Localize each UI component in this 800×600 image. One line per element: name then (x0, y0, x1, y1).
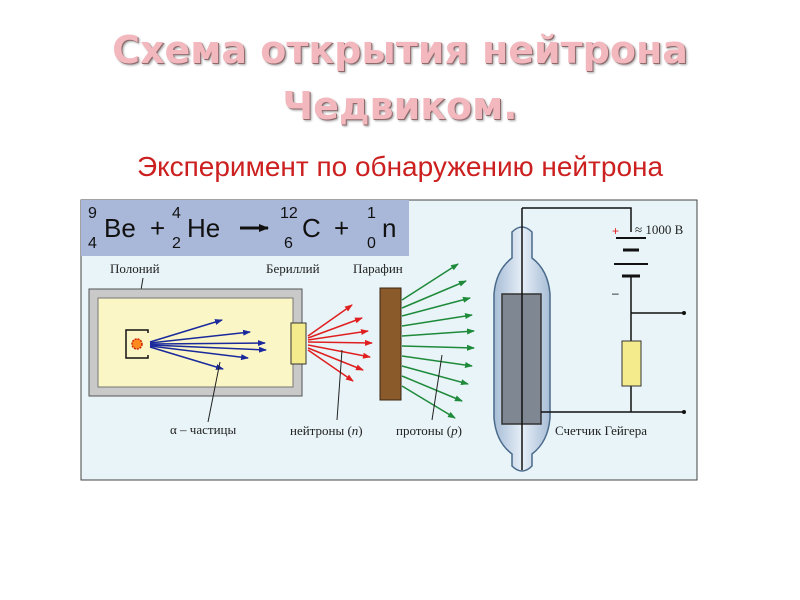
vacuum-chamber (88, 288, 303, 397)
proton-arrow (401, 344, 475, 351)
label-neutrons-var: n (352, 423, 359, 438)
be-mass: 9 (88, 205, 97, 222)
neutron-arrow (307, 349, 354, 382)
label-neutrons-prefix: нейтроны ( (290, 423, 352, 438)
he-symbol: He (187, 213, 220, 243)
polonium-source (125, 329, 150, 359)
alpha-arrow (149, 345, 249, 361)
neutron-arrow (307, 317, 363, 339)
proton-arrow (401, 375, 463, 402)
be-charge: 4 (88, 235, 97, 252)
n-mass: 1 (367, 205, 376, 222)
label-neutrons-suffix: ) (358, 423, 362, 438)
output-terminal-top (682, 311, 686, 315)
circuit-wire-top (522, 207, 632, 232)
neutron-arrow (307, 329, 369, 341)
neutron-arrows (307, 304, 373, 382)
proton-pointer (431, 354, 443, 421)
alpha-particle-arrows (149, 319, 267, 370)
he-mass: 4 (172, 205, 181, 222)
battery-plus-sign: + (612, 224, 619, 238)
neutron-arrow (307, 347, 364, 371)
proton-arrow (401, 296, 471, 317)
slide-subtitle: Эксперимент по обнаружению нейтрона (136, 151, 664, 182)
alpha-pointer (207, 361, 221, 423)
high-voltage-circuit (522, 207, 684, 413)
label-paraffin: Парафин (353, 261, 403, 276)
neutron-arrow (307, 339, 373, 346)
alpha-arrow (149, 329, 251, 344)
proton-arrow (401, 328, 475, 337)
neutron-pointer (336, 349, 343, 421)
alpha-arrow (149, 340, 266, 347)
be-symbol: Be (104, 213, 136, 243)
label-voltage: ≈ 1000 В (635, 222, 684, 237)
proton-arrow (401, 385, 456, 419)
proton-arrows (401, 263, 475, 419)
he-charge: 2 (172, 235, 181, 252)
proton-arrow (401, 263, 459, 301)
resistor (621, 340, 642, 387)
alpha-arrow (149, 319, 223, 343)
neutron-arrow (307, 344, 371, 359)
label-neutrons: нейтроны (n) (290, 423, 363, 438)
label-protons-var: p (450, 423, 458, 438)
slide-title-line1: Схема открытия нейтрона (112, 28, 688, 72)
proton-arrow (401, 313, 473, 327)
n-symbol: n (382, 213, 396, 243)
proton-arrow (401, 365, 469, 386)
polonium-sample (131, 338, 143, 350)
alpha-arrow (149, 346, 224, 370)
label-protons-suffix: ) (458, 423, 462, 438)
slide-title: Схема открытия нейтрона Чедвиком. (0, 22, 800, 134)
plus-sign-1: + (150, 213, 165, 243)
paraffin-block (379, 287, 402, 401)
neutron-arrow (307, 304, 353, 337)
c-charge: 6 (284, 235, 293, 252)
plus-sign-2: + (334, 213, 349, 243)
c-symbol: C (302, 213, 321, 243)
c-mass: 12 (280, 205, 298, 222)
beryllium-target (290, 322, 307, 365)
label-beryllium: Бериллий (266, 261, 320, 276)
slide-title-line2: Чедвиком. (282, 84, 518, 128)
proton-arrow (401, 355, 473, 368)
label-polonium: Полоний (110, 261, 160, 276)
n-charge: 0 (367, 235, 376, 252)
label-protons-prefix: протоны ( (396, 423, 451, 438)
label-geiger-counter: Счетчик Гейгера (555, 423, 647, 438)
battery-minus-sign: – (612, 286, 619, 300)
alpha-arrow (149, 344, 267, 353)
label-alpha-particles: α – частицы (170, 422, 236, 437)
label-protons: протоны (p) (396, 423, 462, 438)
nuclear-equation: 9 4 Be + 4 2 He 12 6 C + 1 0 n (81, 200, 409, 256)
output-terminal-bottom (682, 410, 686, 414)
geiger-counter (493, 208, 551, 472)
proton-arrow (401, 280, 467, 309)
source-gap (146, 333, 150, 355)
